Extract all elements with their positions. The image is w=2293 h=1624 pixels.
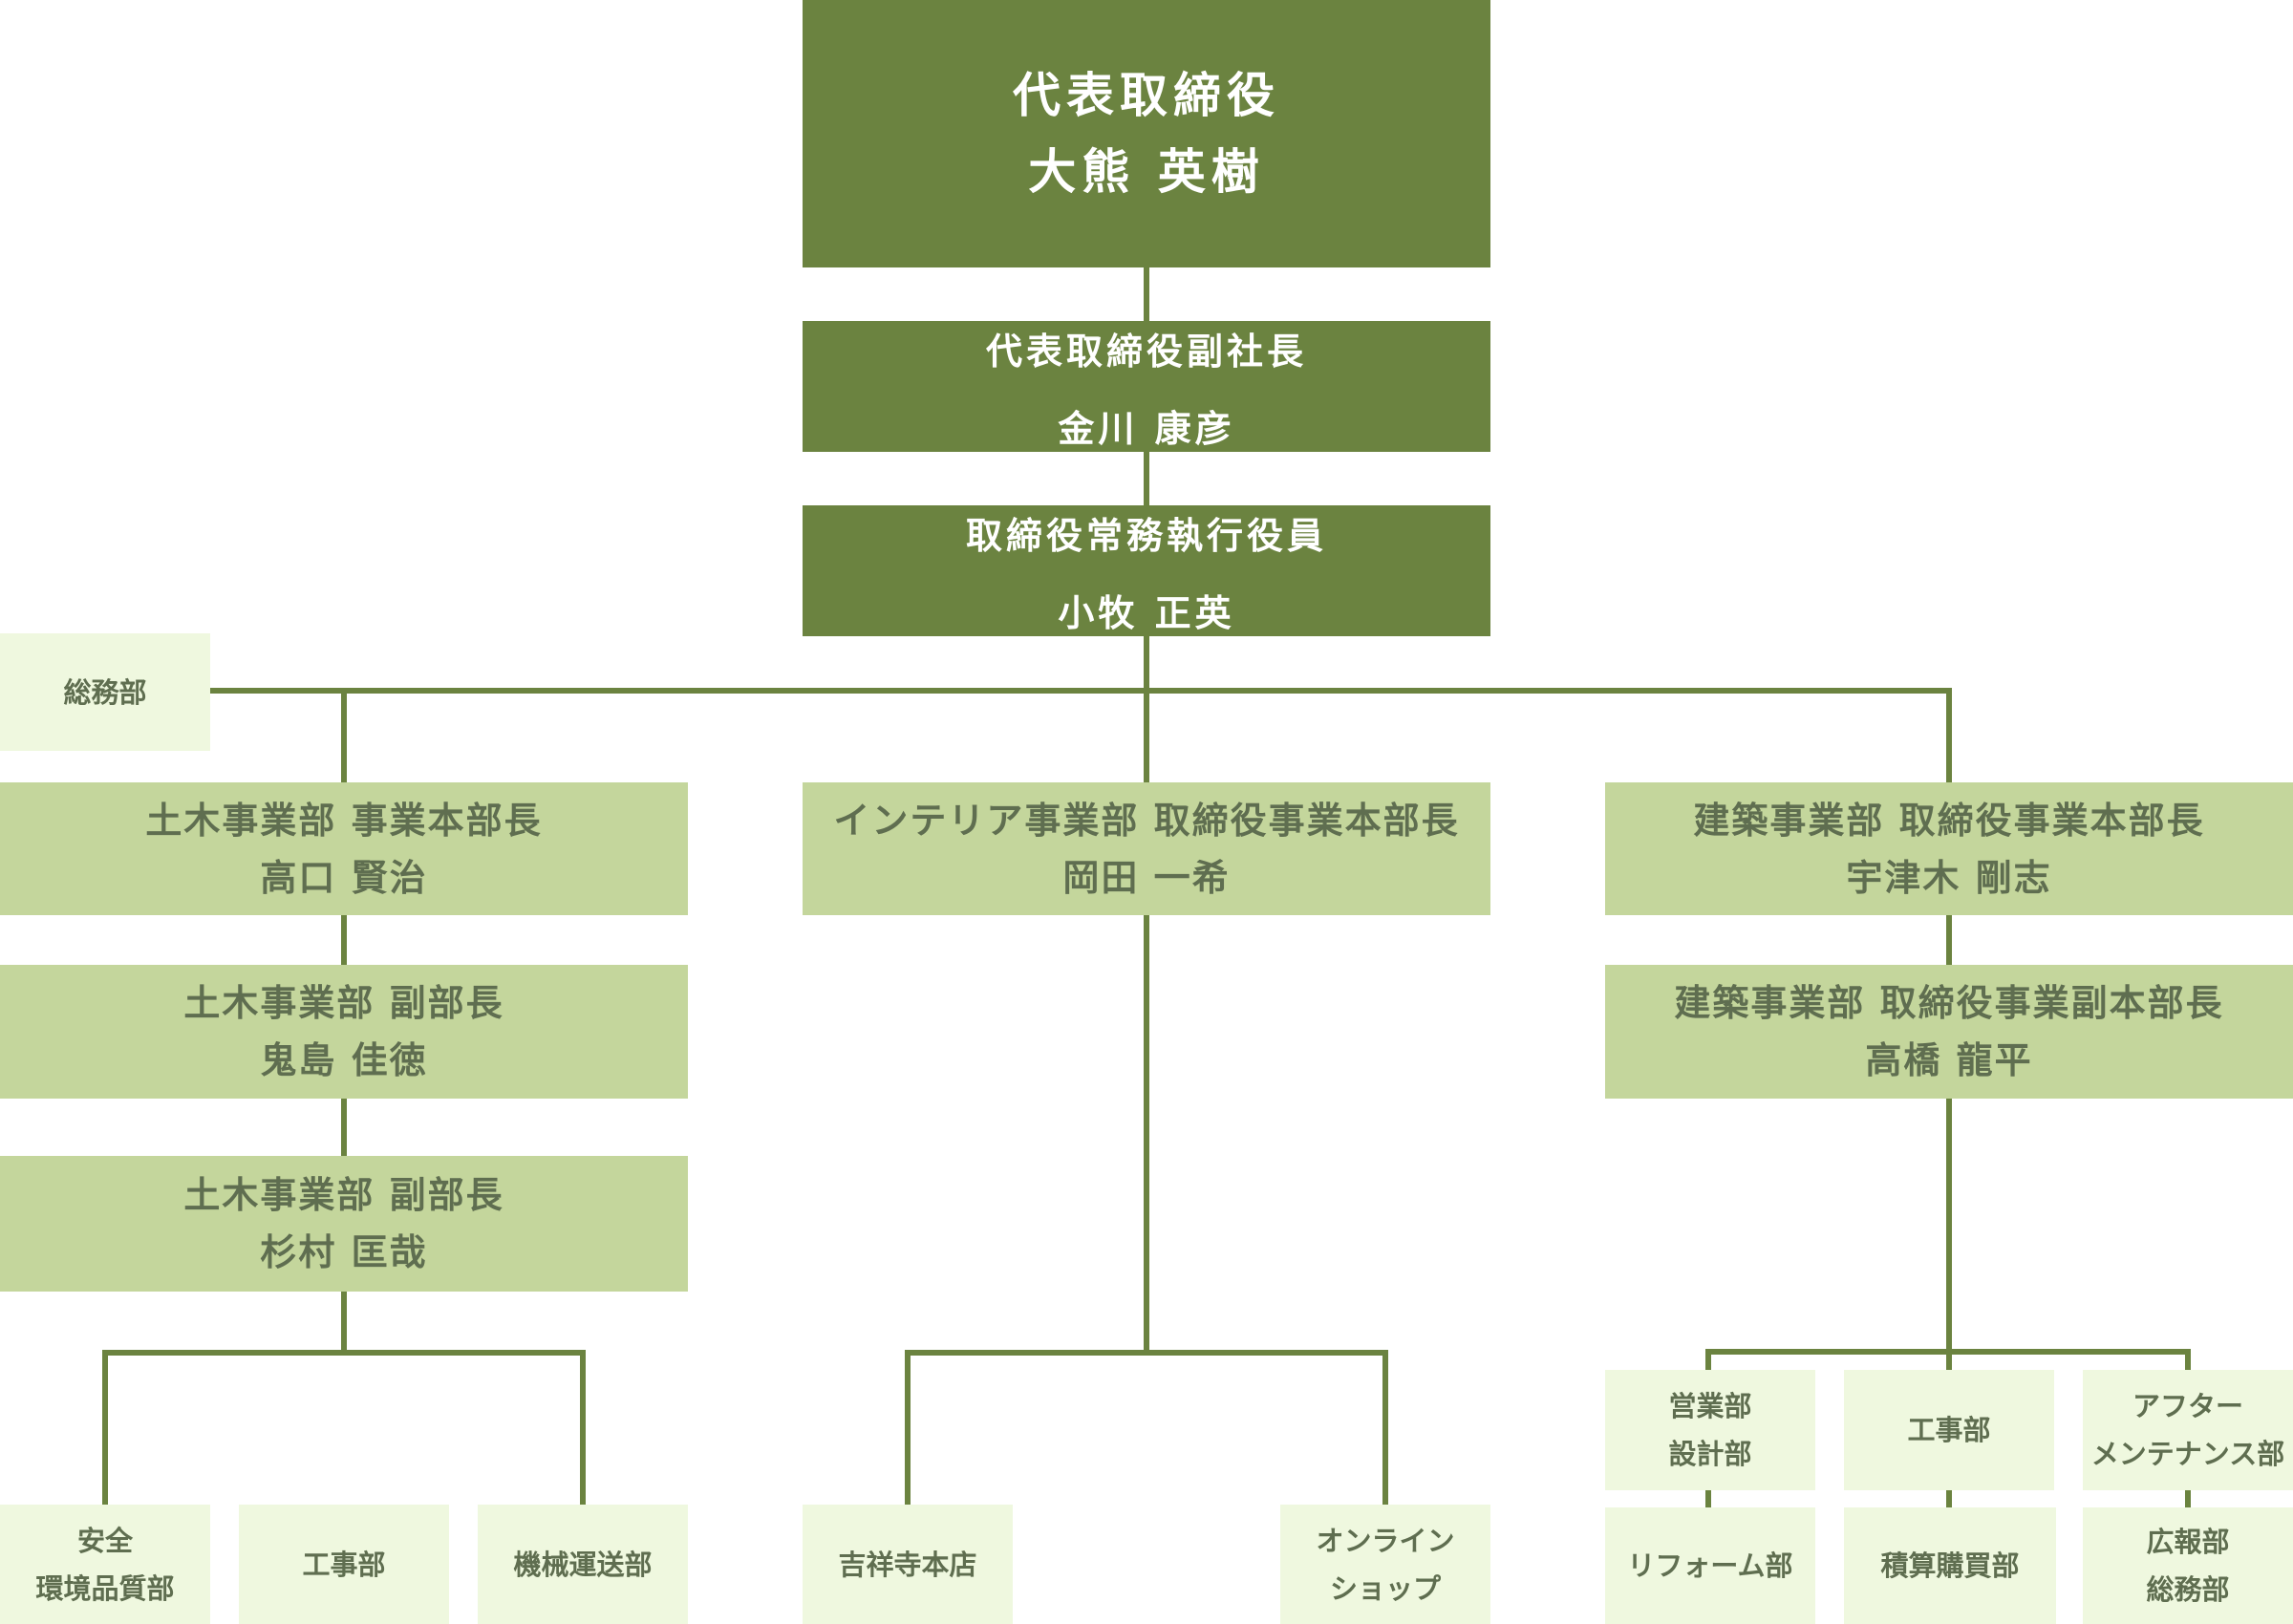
interior-head-box: インテリア事業部 取締役事業本部長 岡田 一希 (803, 782, 1490, 915)
connector-line (1144, 913, 1149, 1353)
civil-deputy-box-1: 土木事業部 副部長 鬼島 佳徳 (0, 965, 688, 1099)
architecture-deputy-title: 建築事業部 取締役事業副本部長 (1674, 982, 2224, 1024)
connector-line (209, 688, 1952, 694)
civil-deputy-1-title: 土木事業部 副部長 (183, 982, 504, 1024)
connector-line (1946, 1097, 1952, 1370)
dept-label-line1: 広報部 (2146, 1526, 2230, 1558)
connector-line (1144, 266, 1149, 323)
dept-label-line1: 営業部 (1668, 1390, 1752, 1422)
managing-director-name: 小牧 正英 (1058, 591, 1235, 634)
dept-label-line1: オンライン (1316, 1524, 1455, 1557)
connector-line (1705, 1349, 2191, 1355)
dept-label: 工事部 (302, 1548, 386, 1581)
civil-head-box: 土木事業部 事業本部長 高口 賢治 (0, 782, 688, 915)
architecture-dept-sales-design: 営業部 設計部 (1605, 1370, 1815, 1490)
civil-dept-machinery: 機械運送部 (478, 1505, 688, 1624)
connector-line (102, 1350, 108, 1506)
connector-line (1946, 1490, 1952, 1507)
president-title: 代表取締役 (1013, 68, 1280, 123)
civil-head-title: 土木事業部 事業本部長 (145, 799, 543, 842)
dept-label-line2: メンテナンス部 (2090, 1438, 2285, 1470)
civil-deputy-2-name: 杉村 匡哉 (260, 1231, 428, 1273)
dept-label-line1: 安全 (76, 1524, 133, 1557)
interior-dept-kichijoji: 吉祥寺本店 (803, 1505, 1013, 1624)
dept-label: リフォーム部 (1627, 1549, 1793, 1582)
general-affairs-box: 総務部 (0, 633, 210, 751)
connector-line (1946, 691, 1952, 784)
civil-dept-construction: 工事部 (239, 1505, 449, 1624)
managing-director-title: 取締役常務執行役員 (965, 514, 1327, 557)
managing-director-box: 取締役常務執行役員 小牧 正英 (803, 505, 1490, 636)
architecture-head-title: 建築事業部 取締役事業本部長 (1693, 799, 2205, 842)
president-name: 大熊 英樹 (1028, 144, 1265, 200)
architecture-head-name: 宇津木 剛志 (1846, 856, 2052, 899)
civil-head-name: 高口 賢治 (260, 856, 428, 899)
interior-dept-online-shop: オンライン ショップ (1280, 1505, 1490, 1624)
architecture-dept-reform: リフォーム部 (1605, 1507, 1815, 1624)
connector-line (580, 1350, 586, 1506)
architecture-dept-after-maintenance: アフター メンテナンス部 (2083, 1370, 2293, 1490)
dept-label-line2: 設計部 (1668, 1438, 1752, 1470)
connector-line (905, 1350, 1388, 1356)
civil-deputy-1-name: 鬼島 佳徳 (260, 1039, 428, 1081)
dept-label: 吉祥寺本店 (838, 1548, 977, 1581)
connector-line (341, 913, 347, 967)
dept-label: 機械運送部 (513, 1548, 653, 1581)
connector-line (1705, 1349, 1711, 1370)
connector-line (341, 691, 347, 784)
connector-line (1144, 634, 1149, 784)
president-box: 代表取締役 大熊 英樹 (803, 0, 1490, 267)
interior-head-title: インテリア事業部 取締役事業本部長 (833, 799, 1460, 842)
dept-label: 工事部 (1907, 1414, 1991, 1446)
connector-line (1705, 1490, 1711, 1507)
connector-line (1382, 1350, 1388, 1506)
general-affairs-label: 総務部 (63, 675, 147, 709)
architecture-dept-estimation-purchasing: 積算購買部 (1844, 1507, 2056, 1624)
architecture-deputy-box: 建築事業部 取締役事業副本部長 高橋 龍平 (1605, 965, 2293, 1099)
connector-line (905, 1350, 911, 1506)
civil-deputy-2-title: 土木事業部 副部長 (183, 1174, 504, 1216)
civil-dept-safety: 安全 環境品質部 (0, 1505, 210, 1624)
connector-line (2185, 1349, 2191, 1370)
architecture-dept-pr-general: 広報部 総務部 (2083, 1507, 2293, 1624)
connector-line (1946, 913, 1952, 967)
connector-line (2185, 1490, 2191, 1507)
connector-line (1144, 450, 1149, 507)
architecture-deputy-name: 高橋 龍平 (1865, 1039, 2033, 1081)
architecture-head-box: 建築事業部 取締役事業本部長 宇津木 剛志 (1605, 782, 2293, 915)
dept-label-line2: 総務部 (2146, 1573, 2230, 1606)
connector-line (102, 1350, 586, 1356)
vice-president-box: 代表取締役副社長 金川 康彦 (803, 321, 1490, 452)
dept-label-line2: 環境品質部 (35, 1571, 175, 1605)
architecture-dept-construction: 工事部 (1844, 1370, 2054, 1490)
interior-head-name: 岡田 一希 (1062, 856, 1231, 899)
dept-label-line2: ショップ (1329, 1571, 1441, 1605)
dept-label: 積算購買部 (1880, 1549, 2020, 1582)
civil-deputy-box-2: 土木事業部 副部長 杉村 匡哉 (0, 1156, 688, 1292)
dept-label-line1: アフター (2132, 1390, 2243, 1422)
connector-line (341, 1097, 347, 1158)
vice-president-name: 金川 康彦 (1058, 407, 1235, 450)
connector-line (341, 1290, 347, 1353)
vice-president-title: 代表取締役副社長 (985, 330, 1307, 373)
